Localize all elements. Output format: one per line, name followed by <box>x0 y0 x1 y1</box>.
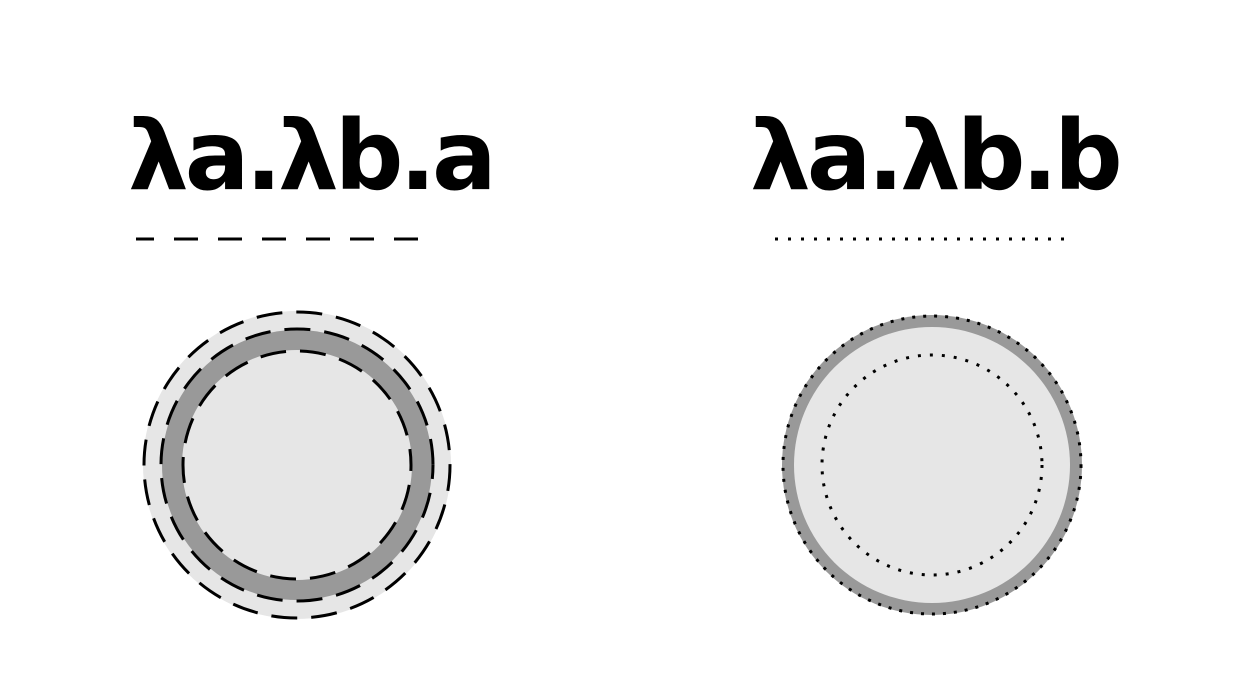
inner-dotted-ring <box>820 353 1044 577</box>
term-label-true: λa.λb.a <box>128 100 497 212</box>
inner-dashed-ring <box>181 349 413 581</box>
inner-disc <box>182 350 412 580</box>
term-label-false: λa.λb.b <box>750 100 1123 212</box>
middle-dashed-ring <box>159 327 435 603</box>
outer-dotted-ring <box>781 314 1083 616</box>
true-term-circle-diagram <box>142 310 452 620</box>
outer-dashed-ring <box>142 310 452 620</box>
light-disc <box>794 327 1070 603</box>
false-term-circle-diagram <box>781 314 1083 616</box>
dashed-legend-line <box>136 237 436 241</box>
false-term-panel: λa.λb.b <box>620 0 1241 698</box>
true-term-panel: λa.λb.a <box>0 0 620 698</box>
dotted-legend-line <box>775 237 1074 241</box>
